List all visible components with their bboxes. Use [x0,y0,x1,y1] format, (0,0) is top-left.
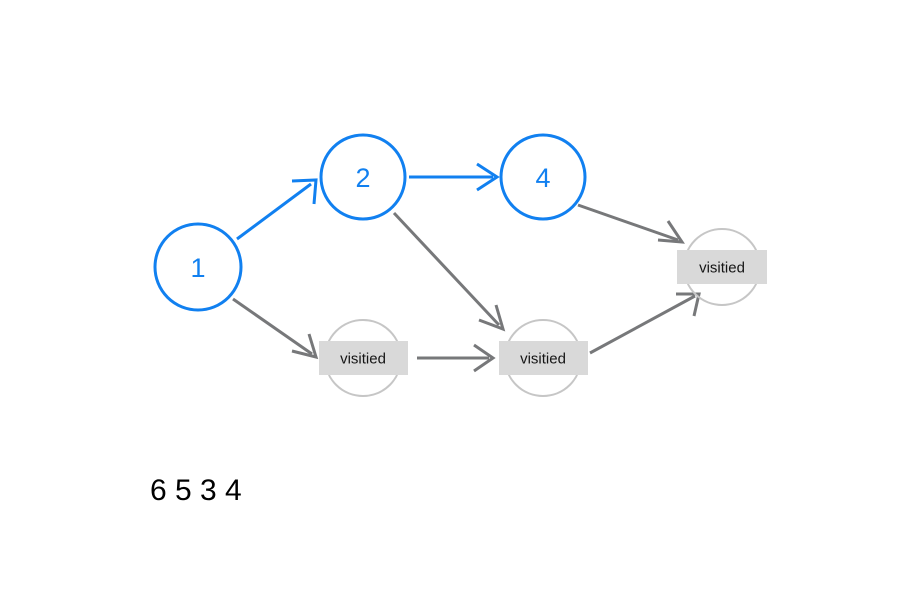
edge-4-to-visited-c [577,203,685,244]
node-4-circle[interactable] [499,133,587,221]
node-visited-c[interactable]: visitied [677,228,767,306]
node-4[interactable]: 4 [499,133,587,221]
caption-sequence: 6 5 3 4 [150,474,242,507]
edge-visited-b-to-visited-c-line [589,294,696,355]
edge-2-to-4 [409,162,500,192]
edge-1-to-visited-a-line [232,297,313,356]
node-visited-c-band [677,250,767,284]
node-visited-c-label: visitied [699,260,745,277]
node-2-label: 2 [355,163,370,193]
node-1[interactable]: 1 [153,222,243,312]
edge-visited-a-to-visited-b [417,343,496,373]
edge-1-to-2-line [236,182,312,241]
edge-2-to-visited-b-arrowhead [478,304,506,332]
edge-2-to-4-arrowhead [476,162,500,192]
edge-visited-b-to-visited-c-arrowhead [676,292,701,317]
node-4-label: 4 [535,163,550,193]
node-visited-a[interactable]: visitied [319,319,408,397]
node-visited-b-label: visitied [520,351,566,368]
edge-1-to-2-arrowhead [291,178,318,205]
node-visited-b[interactable]: visitied [499,319,588,397]
edge-4-to-visited-c-line [577,203,679,242]
node-2-circle[interactable] [319,133,407,221]
edge-visited-b-to-visited-c [589,292,701,355]
edge-1-to-2 [236,178,318,241]
node-1-circle[interactable] [153,222,243,312]
edge-visited-a-to-visited-b-arrowhead [473,343,496,373]
node-visited-b-band [499,341,588,375]
edge-2-to-visited-b-line [392,211,501,327]
node-visited-a-label: visitied [340,351,386,368]
edge-1-to-visited-a-arrowhead [291,333,319,360]
node-2[interactable]: 2 [319,133,407,221]
edge-1-to-visited-a [232,297,319,360]
edge-2-to-visited-b [392,211,506,332]
node-1-label: 1 [190,253,205,283]
edge-4-to-visited-c-arrowhead [657,220,685,244]
node-visited-a-band [319,341,408,375]
